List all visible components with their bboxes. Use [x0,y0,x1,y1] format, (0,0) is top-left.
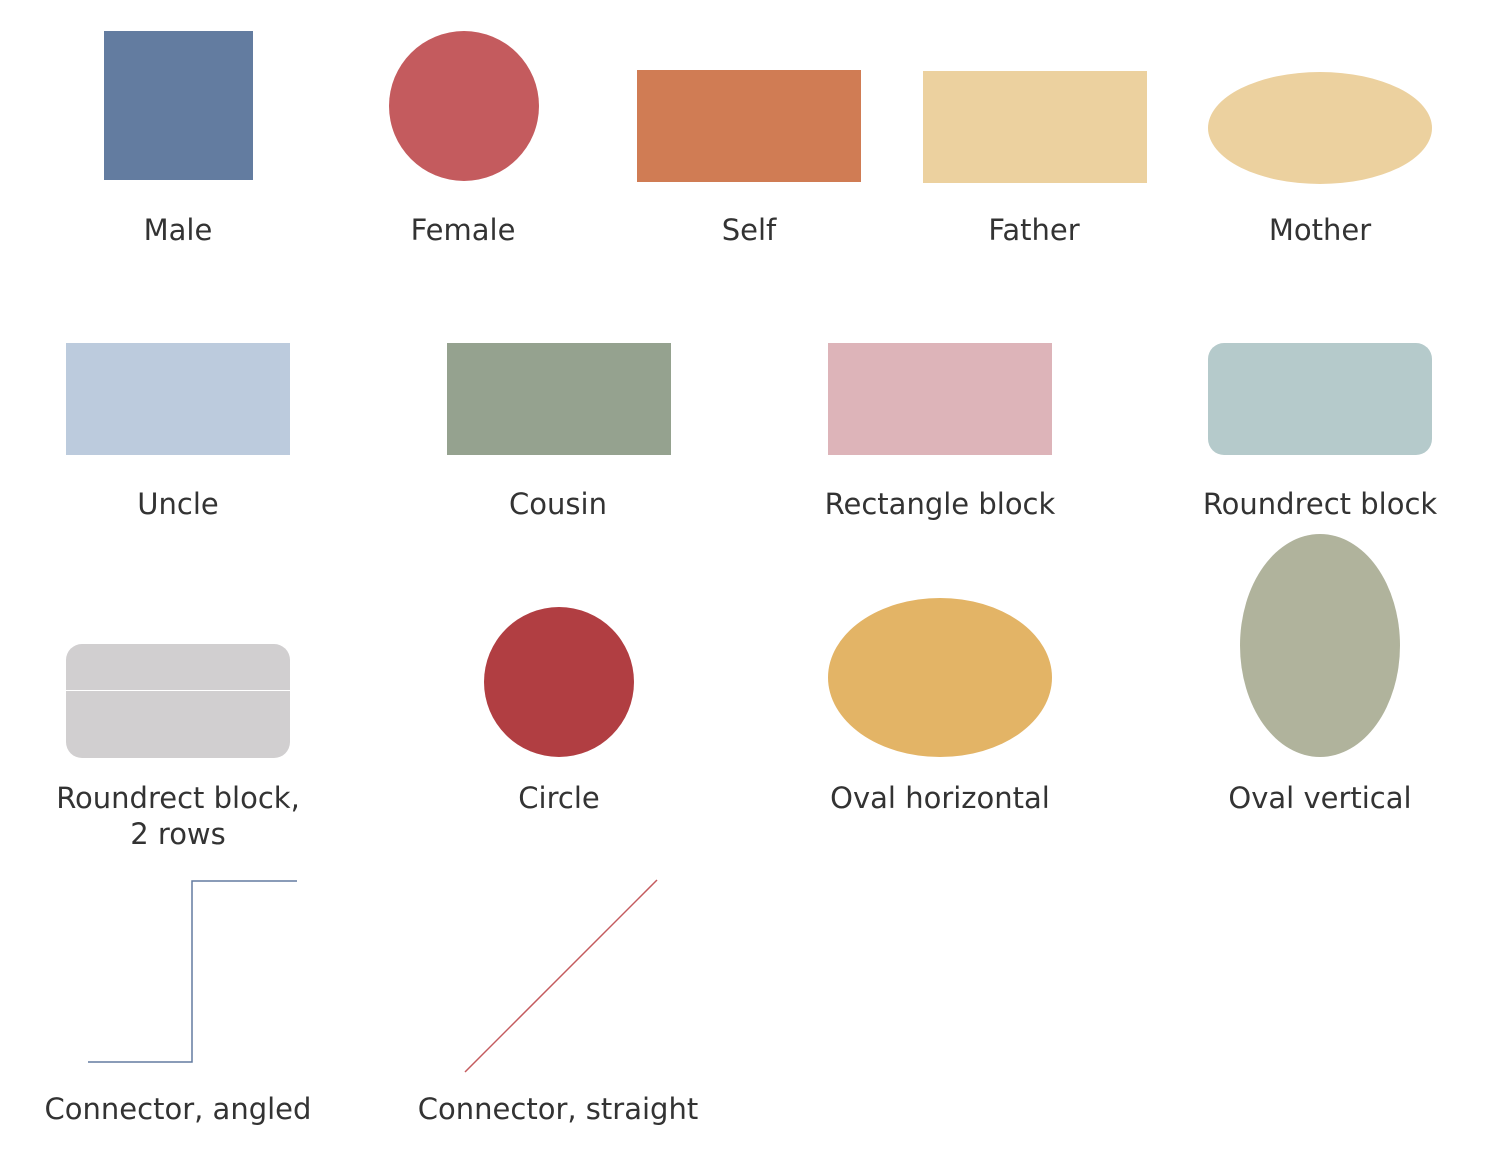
oval-horizontal-shape[interactable] [828,598,1052,757]
self-shape[interactable] [637,70,861,182]
cousin-label: Cousin [509,487,607,521]
roundrect-block-shape[interactable] [1208,343,1432,455]
female-label: Female [410,213,516,247]
oval-horizontal-label: Oval horizontal [830,781,1050,815]
father-label: Father [988,213,1080,247]
roundrect-block-label: Roundrect block [1202,487,1438,521]
connector-straight-label: Connector, straight [417,1092,699,1126]
oval-vertical-shape[interactable] [1240,534,1400,757]
row-divider [66,690,290,691]
rectangle-block-shape[interactable] [828,343,1052,455]
male-shape[interactable] [104,31,253,180]
self-label: Self [721,213,777,247]
uncle-shape[interactable] [66,343,290,455]
mother-shape[interactable] [1208,72,1432,184]
rectangle-block-label: Rectangle block [824,487,1056,521]
uncle-label: Uncle [137,487,219,521]
roundrect-block-2rows-shape[interactable] [66,644,290,758]
roundrect-block-2rows-label-line2: 2 rows [130,817,226,851]
connector-straight-shape[interactable] [464,879,658,1073]
oval-vertical-label: Oval vertical [1228,781,1412,815]
circle-shape[interactable] [484,607,634,757]
female-shape[interactable] [389,31,539,181]
connector-angled-label: Connector, angled [44,1092,312,1126]
mother-label: Mother [1268,213,1372,247]
male-label: Male [143,213,213,247]
roundrect-block-2rows-label-line1: Roundrect block, [56,781,300,815]
cousin-shape[interactable] [447,343,671,455]
circle-label: Circle [518,781,600,815]
father-shape[interactable] [923,71,1147,183]
connector-angled-shape[interactable] [88,880,297,1063]
